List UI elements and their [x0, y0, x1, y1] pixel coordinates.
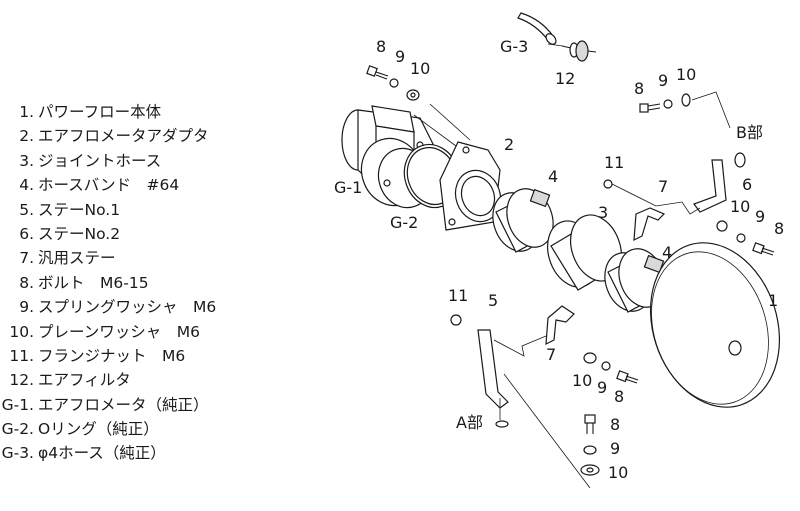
phi4-hose-drawing	[517, 12, 564, 47]
callout-10-bottom: 10	[608, 463, 628, 482]
parts-list-item: 8.ボルト M6-15	[0, 271, 300, 295]
hardware-top-left-drawing	[366, 65, 420, 101]
callout-9-bottom: 9	[610, 439, 620, 458]
part-number: G-2.	[1, 420, 34, 439]
hardware-bottom-drawing	[580, 414, 600, 476]
callout-8-right-mid: 8	[774, 219, 784, 238]
part-name: フランジナット M6	[38, 346, 186, 365]
part-number: 12.	[9, 371, 34, 390]
callout-9-lower-mid: 9	[597, 378, 607, 397]
callout-9-top: 9	[395, 47, 405, 66]
parts-list-item: 12.エアフィルタ	[0, 368, 300, 392]
part-name: エアフィルタ	[38, 371, 131, 390]
part-number: 3.	[19, 151, 34, 170]
part-name: 汎用ステー	[38, 249, 116, 268]
parts-list-item: 10.プレーンワッシャ M6	[0, 320, 300, 344]
part-number: 4.	[19, 176, 34, 195]
part-name: ジョイントホース	[38, 151, 162, 170]
parts-list-item: 7.汎用ステー	[0, 246, 300, 270]
callout-8-top: 8	[376, 37, 386, 56]
callout-11-lower: 11	[448, 286, 468, 305]
callout-8-lower-mid: 8	[614, 387, 624, 406]
part-name: プレーンワッシャ M6	[38, 322, 200, 341]
callout-b-part: B部	[736, 123, 763, 142]
hardware-top-right-drawing	[639, 91, 731, 129]
part-name: エアフロメータ（純正）	[38, 395, 209, 414]
parts-list-item: 4.ホースバンド #64	[0, 173, 300, 197]
part-number: 8.	[19, 273, 34, 292]
callout-8-right-top: 8	[634, 79, 644, 98]
parts-list: 1.パワーフロー本体 2.エアフロメータアダプタ 3.ジョイントホース 4.ホー…	[0, 100, 300, 466]
part-name: パワーフロー本体	[38, 103, 162, 121]
part-number: G-1.	[1, 395, 34, 414]
parts-list-item: 2.エアフロメータアダプタ	[0, 124, 300, 148]
power-flow-body-drawing	[649, 242, 781, 408]
callout-5: 5	[488, 291, 498, 310]
callout-7-upper: 7	[658, 177, 668, 196]
part-number: 5.	[19, 200, 34, 219]
part-name: ステーNo.2	[38, 224, 121, 243]
stay-no1-drawing	[450, 314, 547, 428]
part-number: 10.	[9, 322, 34, 341]
part-number: 2.	[19, 127, 34, 146]
hardware-lower-mid-drawing	[503, 352, 639, 489]
part-number: 9.	[19, 298, 34, 317]
parts-list-item: 9.スプリングワッシャ M6	[0, 295, 300, 319]
general-stay-lower-drawing	[545, 305, 575, 346]
hardware-right-mid-drawing	[716, 220, 775, 256]
callout-4-upper: 4	[548, 167, 558, 186]
part-name: ボルト M6-15	[38, 273, 149, 292]
parts-list-item: 5.ステーNo.1	[0, 198, 300, 222]
callout-11-upper: 11	[604, 153, 624, 172]
parts-list-item: G-1.エアフロメータ（純正）	[0, 393, 300, 417]
air-filter-drawing	[561, 40, 597, 62]
callout-9-right-top: 9	[658, 71, 668, 90]
air-flow-meter-adapter-drawing	[413, 103, 502, 231]
part-name: エアフロメータアダプタ	[38, 127, 209, 146]
part-number: 11.	[9, 346, 34, 365]
part-name: ホースバンド #64	[38, 176, 180, 195]
callout-3: 3	[598, 203, 608, 222]
callout-g1: G-1	[334, 178, 362, 197]
callout-6: 6	[742, 175, 752, 194]
callout-g2: G-2	[390, 213, 418, 232]
parts-list-item: 3.ジョイントホース	[0, 149, 300, 173]
callout-a-part: A部	[456, 413, 483, 432]
hose-band-upper-drawing	[492, 188, 554, 253]
callout-10-right-top: 10	[676, 65, 696, 84]
callout-4-lower: 4	[662, 243, 672, 262]
callout-12: 12	[555, 69, 575, 88]
parts-list-item: G-2.Oリング（純正）	[0, 417, 300, 441]
callout-7-lower: 7	[546, 345, 556, 364]
callout-1: 1	[768, 291, 778, 310]
general-stay-upper-drawing	[603, 179, 666, 242]
callout-g3: G-3	[500, 37, 528, 56]
callout-10-right-mid: 10	[730, 197, 750, 216]
part-name: φ4ホース（純正）	[38, 444, 166, 463]
callout-8-bottom: 8	[610, 415, 620, 434]
part-name: スプリングワッシャ M6	[38, 298, 217, 317]
part-number: G-3.	[1, 444, 34, 463]
callout-2: 2	[504, 135, 514, 154]
callout-10-lower-mid: 10	[572, 371, 592, 390]
part-number: 7.	[19, 249, 34, 268]
part-number: 6.	[19, 224, 34, 243]
part-name: ステーNo.1	[38, 200, 121, 219]
callout-9-right-mid: 9	[755, 207, 765, 226]
part-number: 1.	[19, 103, 34, 121]
part-name: Oリング（純正）	[38, 420, 159, 439]
parts-list-item: 11.フランジナット M6	[0, 344, 300, 368]
callout-10-top: 10	[410, 59, 430, 78]
parts-list-item: 6.ステーNo.2	[0, 222, 300, 246]
stay-no2-drawing	[611, 152, 746, 215]
parts-list-item: 1.パワーフロー本体	[0, 100, 300, 124]
parts-list-item: G-3.φ4ホース（純正）	[0, 441, 300, 465]
